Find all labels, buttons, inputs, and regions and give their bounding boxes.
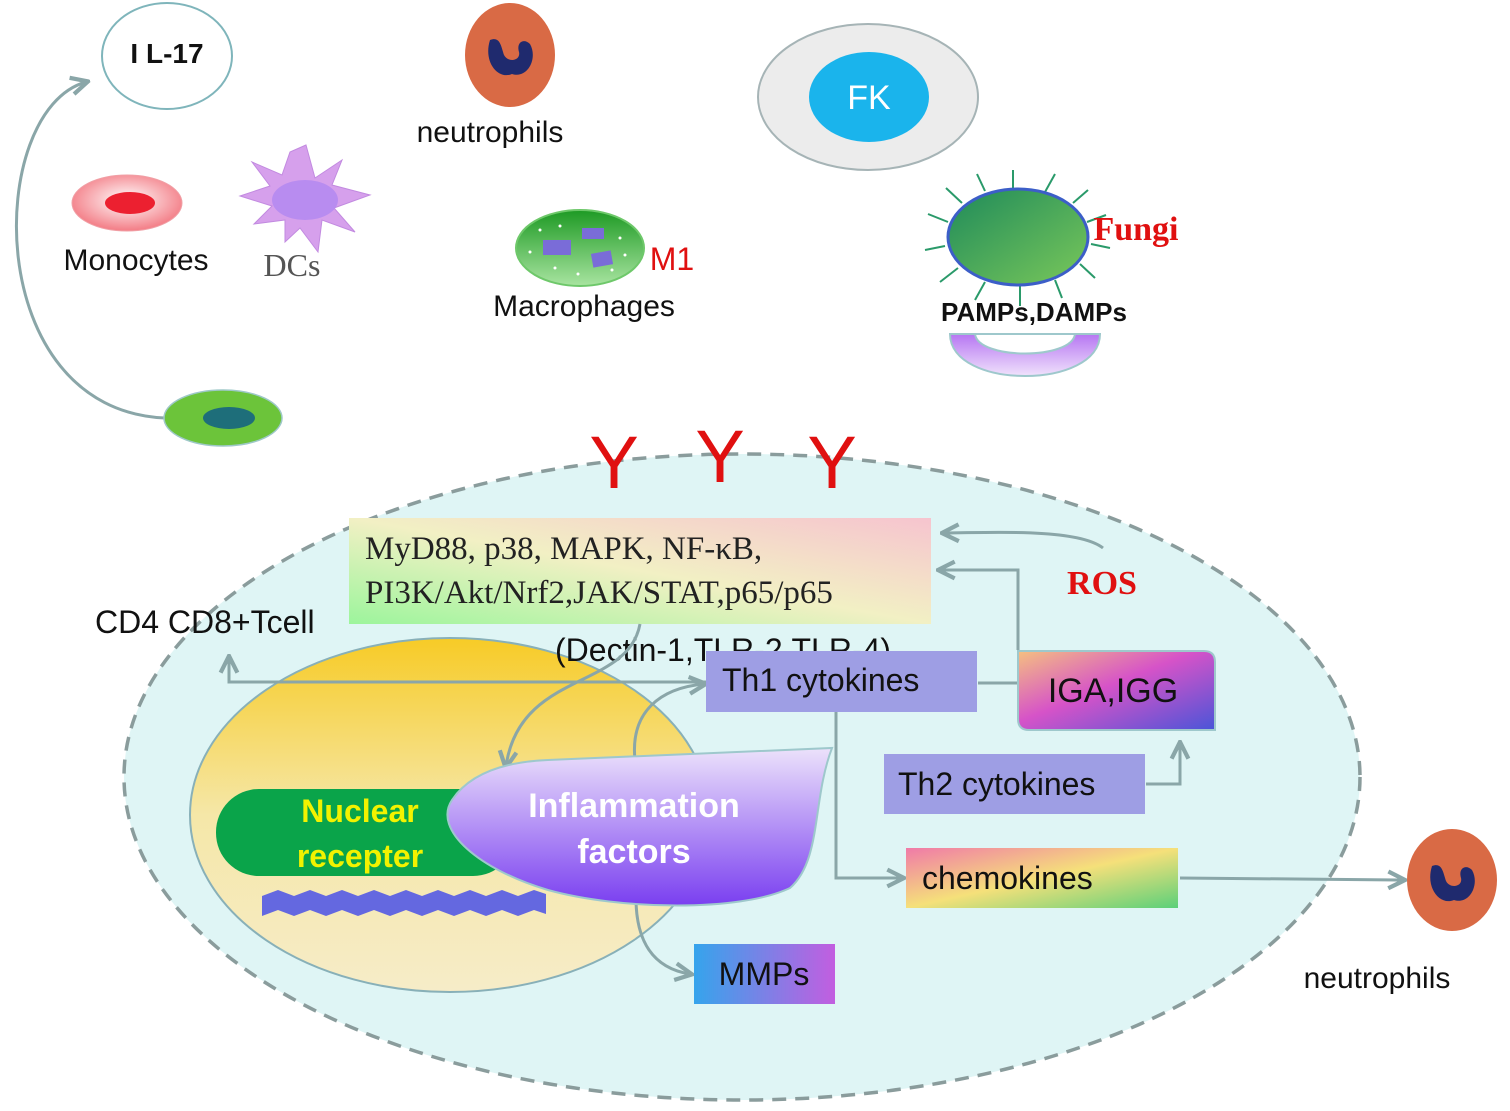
inflammation-line2: factors <box>577 833 690 871</box>
fk-node: FK <box>757 23 979 171</box>
iga-igg-box <box>1017 650 1216 731</box>
ros-label: ROS <box>1067 565 1137 602</box>
dendritic-cell-icon <box>238 144 372 254</box>
pattern-recognition-receptor-icon <box>948 333 1102 377</box>
arrow-cell-to-il17 <box>14 82 166 420</box>
macrophages-label: Macrophages <box>493 290 675 323</box>
mmps-label: MMPs <box>719 956 810 992</box>
neutrophils-top-label: neutrophils <box>417 116 564 149</box>
pathway-line2: PI3K/Akt/Nrf2,JAK/STAT,p65/p65 <box>365 575 833 611</box>
il17-label: I L-17 <box>130 38 203 69</box>
neutrophils-bottom-label: neutrophils <box>1304 962 1451 995</box>
monocyte-icon <box>71 174 183 232</box>
svg-text:Y: Y <box>807 421 856 504</box>
th2-cytokines-box <box>884 754 1145 814</box>
m1-label: M1 <box>650 241 694 277</box>
pathway-line1: MyD88, p38, MAPK, NF-κB, <box>365 531 762 567</box>
svg-text:Y: Y <box>695 415 744 498</box>
nuclear-line1: Nuclear <box>301 793 418 829</box>
t-cell-icon <box>163 389 283 447</box>
arrow-th1-to-tcell <box>229 658 708 684</box>
inflammation-factors-shape <box>446 746 834 907</box>
arrow-chemokines-to-neutrophil <box>1179 878 1403 880</box>
receptor-y-1: Y <box>589 421 638 504</box>
inflammation-line1: Inflammation <box>528 787 740 825</box>
th2-label: Th2 cytokines <box>898 766 1095 802</box>
arrow-iga-to-pathway <box>940 570 1020 650</box>
fungi-label: Fungi <box>1093 211 1178 248</box>
iga-igg-label: IGA,IGG <box>1048 672 1178 710</box>
arrow-th2-to-iga <box>1146 744 1180 786</box>
monocytes-label: Monocytes <box>63 244 208 277</box>
neutrophil-top-icon <box>465 3 555 107</box>
receptor-y-2: Y <box>695 415 744 498</box>
chemokines-box <box>906 848 1178 908</box>
neutrophil-bottom-icon <box>1407 829 1497 931</box>
receptor-y-3: Y <box>807 421 856 504</box>
dna-strand-icon <box>262 890 546 916</box>
tcell-label: CD4 CD8+Tcell <box>95 604 315 640</box>
fk-label: FK <box>847 79 891 117</box>
fungi-icon <box>924 170 1111 306</box>
macrophage-icon <box>515 209 645 287</box>
svg-text:Y: Y <box>589 421 638 504</box>
nuclear-receptor-box <box>216 789 516 876</box>
pamps-damps-label: PAMPs,DAMPs <box>941 297 1127 327</box>
arrow-inflammation-to-mmps <box>634 897 690 974</box>
th1-cytokines-box <box>706 651 977 712</box>
arrow-inflammation-to-th1 <box>632 684 704 761</box>
arrow-ros-to-pathway <box>944 532 1104 550</box>
arrow-pathway-to-nuclear <box>506 623 642 766</box>
dcs-label: DCs <box>264 247 321 283</box>
th1-label: Th1 cytokines <box>722 662 919 698</box>
chemokines-label: chemokines <box>922 860 1093 896</box>
arrow-th1-to-chemokines <box>834 712 902 878</box>
il17-node: I L-17 <box>101 2 233 110</box>
signaling-pathway-box <box>349 518 931 624</box>
nuclear-line2: recepter <box>297 838 423 874</box>
mmps-box <box>694 944 835 1004</box>
